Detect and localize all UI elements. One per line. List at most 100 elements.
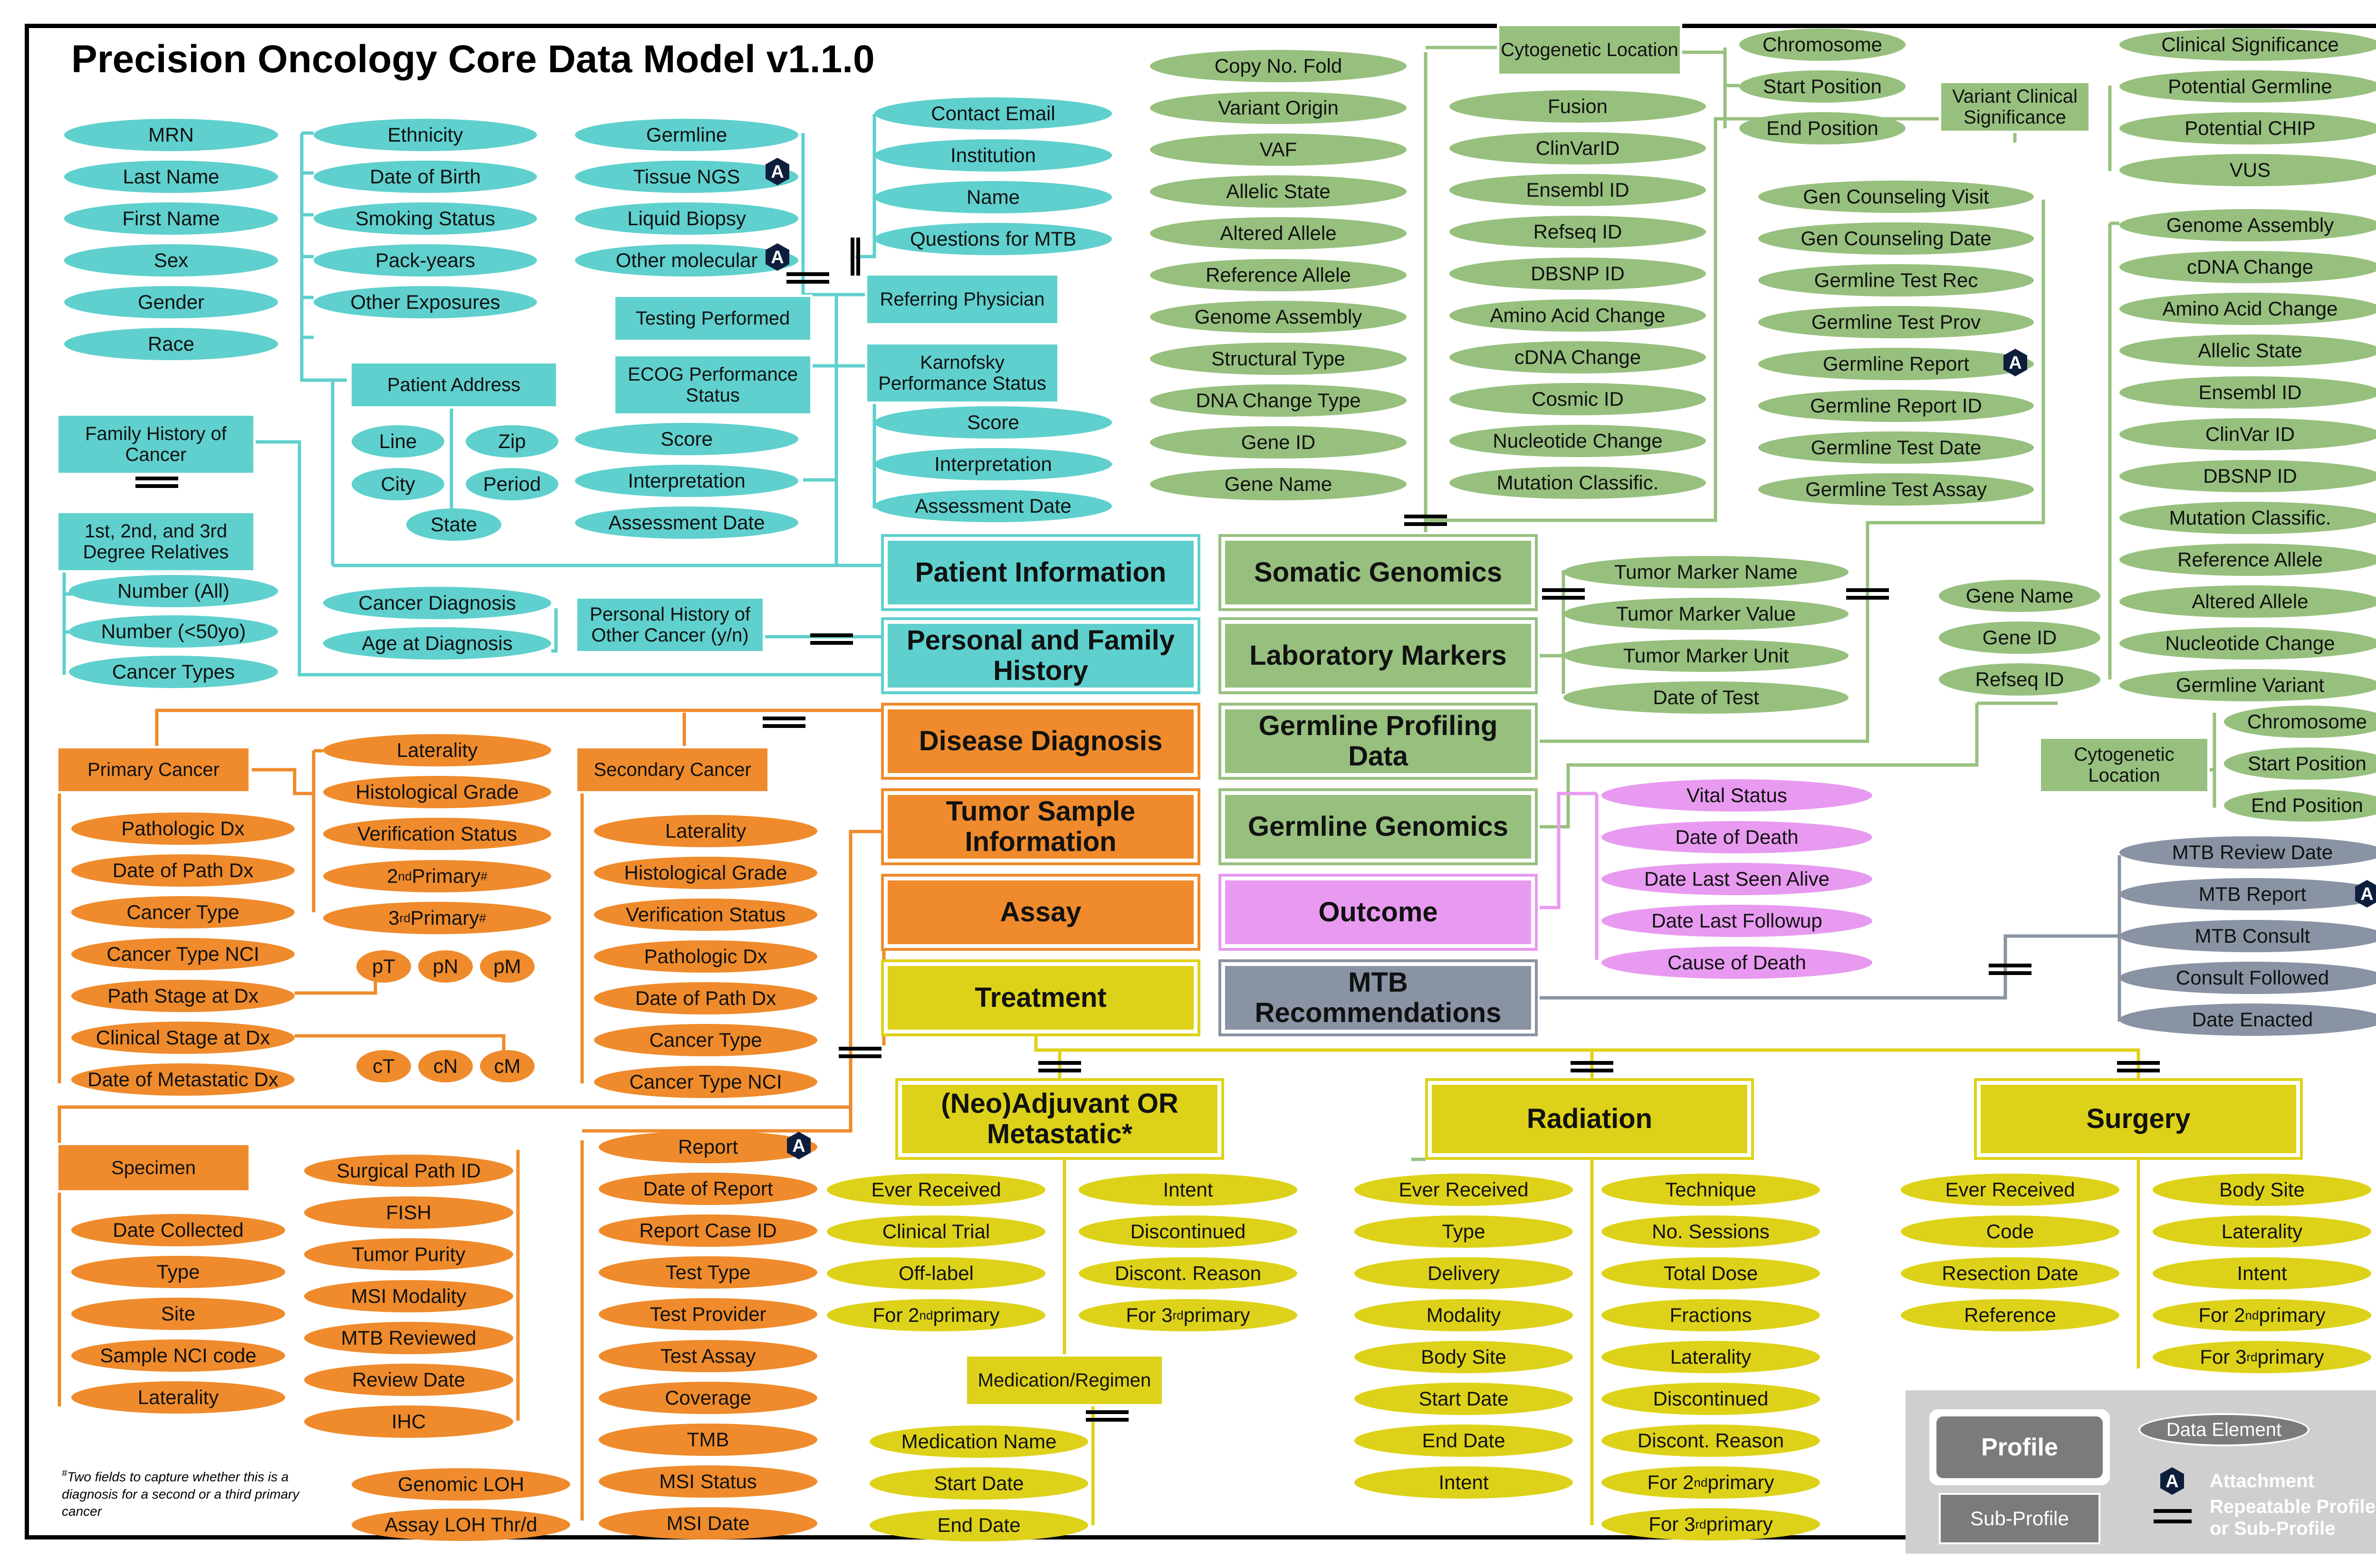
tumor-sample-field: Review Date: [304, 1364, 513, 1396]
surgery-field: Ever Received: [1901, 1174, 2119, 1206]
somatic-right-field: Ensembl ID: [1449, 174, 1706, 206]
surgery-right-field-label: Body Site: [2219, 1178, 2305, 1201]
attachment-glyph: A: [771, 248, 784, 268]
karnofsky-field: Interpretation: [874, 448, 1112, 480]
genomic-loh-field-label: Genomic LOH: [397, 1472, 525, 1495]
attachment-icon: A: [784, 1131, 814, 1160]
personal-history-field: Cancer Diagnosis: [323, 587, 551, 619]
secondary-cancer-field-label: Cancer Type: [649, 1028, 762, 1051]
germline-profiling-field-label: Germline Report: [1822, 352, 1970, 375]
profile-surgery: Surgery: [1974, 1078, 2303, 1160]
legend-attachment-icon: A: [2157, 1466, 2187, 1496]
lab-marker-field-label: Date of Test: [1653, 686, 1759, 708]
neoadjuvant-field: Off-label: [827, 1257, 1045, 1290]
patient-id-field: Sex: [64, 244, 278, 277]
tumor-sample-field-label: Tumor Purity: [352, 1243, 466, 1265]
surgery-field-label: Ever Received: [1945, 1178, 2075, 1201]
legend-data-element-label: Data Element: [2166, 1419, 2282, 1440]
cytogenetic-germline-field: End Position: [2224, 789, 2376, 822]
radiation-right-field: Discontinued: [1601, 1383, 1820, 1415]
surgery-field: Code: [1901, 1215, 2119, 1248]
address-state-field: State: [406, 508, 501, 541]
radiation-field: Intent: [1354, 1466, 1573, 1499]
profile-neoadjuvant-metastatic: (Neo)Adjuvant OR Metastatic*: [895, 1078, 1224, 1160]
ecog-subprofile-label: ECOG Performance Status: [628, 364, 798, 406]
somatic-right-field: Refseq ID: [1449, 216, 1706, 248]
germline-genomics-field: ClinVar ID: [2119, 418, 2376, 450]
address-state-field-label: State: [430, 513, 478, 535]
relatives-field-label: Number (<50yo): [101, 620, 246, 642]
somatic-field-label: Altered Allele: [1220, 221, 1337, 244]
germline-gene-field-label: Gene Name: [1965, 584, 2074, 607]
variant-significance-field-label: Potential CHIP: [2184, 116, 2316, 139]
attachment-icon: A: [2352, 879, 2376, 908]
physician-field: Questions for MTB: [874, 223, 1112, 255]
primary-cancer-field: Laterality: [323, 734, 551, 766]
assay-field-label: Test Assay: [660, 1344, 756, 1367]
repeatable-marker: [1086, 1410, 1129, 1422]
radiation-right-field-label: No. Sessions: [1652, 1220, 1770, 1243]
profile-laboratory-markers: Laboratory Markers: [1218, 617, 1538, 694]
radiation-third-primary-part: For 3: [1648, 1512, 1696, 1535]
germline-genomics-field-label: cDNA Change: [2186, 255, 2314, 278]
surgery-field: Resection Date: [1901, 1257, 2119, 1290]
legend-attachment-glyph: A: [2165, 1472, 2178, 1492]
cytogenetic-location-somatic-label: Cytogenetic Location: [1501, 39, 1678, 60]
tumor-sample-field: FISH: [304, 1196, 513, 1229]
karnofsky-field-label: Interpretation: [934, 452, 1052, 475]
neoadjuvant-right-field: Discontinued: [1079, 1215, 1297, 1248]
second-primary-field-part: 2: [387, 864, 398, 887]
profile-treatment: Treatment: [881, 959, 1200, 1036]
radiation-field-label: Body Site: [1421, 1345, 1506, 1368]
neoadjuvant-field: Clinical Trial: [827, 1215, 1045, 1248]
germline-genomics-field: Mutation Classific.: [2119, 502, 2376, 534]
profile-patient-information: Patient Information: [881, 534, 1200, 611]
connector: [252, 768, 314, 795]
germline-gene-field-label: Refseq ID: [1975, 668, 2064, 690]
path-stage-m: pM: [480, 950, 535, 983]
physician-field: Name: [874, 181, 1112, 213]
medication-field-label: Start Date: [934, 1472, 1024, 1494]
physician-field: Institution: [874, 139, 1112, 172]
somatic-field: Gene Name: [1150, 468, 1407, 500]
tumor-sample-field: Tumor Purity: [304, 1238, 513, 1271]
variant-significance-field-label: VUS: [2229, 158, 2271, 181]
repeatable-marker: [1404, 515, 1447, 526]
mtb-field-label: MTB Review Date: [2172, 841, 2333, 863]
secondary-cancer-field: Cancer Type NCI: [594, 1066, 817, 1098]
surgery-second-primary-part: primary: [2259, 1303, 2326, 1326]
surgery-right-field-label: Laterality: [2221, 1220, 2303, 1243]
patient-demographic-field-label: Smoking Status: [355, 207, 496, 229]
testing-performed-subprofile: Testing Performed: [613, 295, 813, 342]
radiation-right-field-label: Total Dose: [1663, 1262, 1758, 1284]
outcome-field-label: Cause of Death: [1667, 951, 1806, 974]
legend-sub-profile: Sub-Profile: [1939, 1493, 2100, 1544]
karnofsky-field-label: Assessment Date: [915, 494, 1072, 517]
legend-repeatable-label: Repeatable Profile or Sub-Profile: [2210, 1496, 2376, 1539]
germline-genomics-field-label: Amino Acid Change: [2162, 297, 2338, 320]
repeatable-marker: [839, 1047, 881, 1058]
connector: [1424, 499, 1717, 532]
cytogenetic-germline-field-label: End Position: [2251, 794, 2363, 816]
legend-attachment-label: Attachment: [2210, 1471, 2315, 1492]
surgery-field-label: Resection Date: [1942, 1262, 2079, 1284]
somatic-right-field-label: Ensembl ID: [1526, 178, 1629, 201]
somatic-field: Altered Allele: [1150, 217, 1407, 249]
third-primary-field-part: Primary: [410, 906, 479, 929]
repeatable-marker: [1542, 588, 1585, 600]
somatic-field: Reference Allele: [1150, 259, 1407, 291]
profile-assay-label: Assay: [1000, 897, 1082, 928]
outcome-field-label: Date Last Followup: [1651, 909, 1822, 932]
patient-address-subprofile: Patient Address: [349, 361, 558, 409]
repeatable-marker: [135, 477, 178, 488]
connector: [855, 238, 876, 258]
variant-significance-field: Potential Germline: [2119, 70, 2376, 103]
surgery-right-field: Intent: [2153, 1257, 2371, 1290]
assay-field-label: Report Case ID: [639, 1219, 777, 1242]
ecog-field-label: Assessment Date: [608, 511, 765, 534]
legend-repeatable-icon: [2154, 1509, 2192, 1523]
patient-demographic-field-label: Date of Birth: [370, 165, 481, 188]
relatives-field: Number (<50yo): [69, 615, 278, 648]
neoadjuvant-field-label: Ever Received: [871, 1178, 1001, 1201]
radiation-third-primary-part: primary: [1706, 1512, 1773, 1535]
